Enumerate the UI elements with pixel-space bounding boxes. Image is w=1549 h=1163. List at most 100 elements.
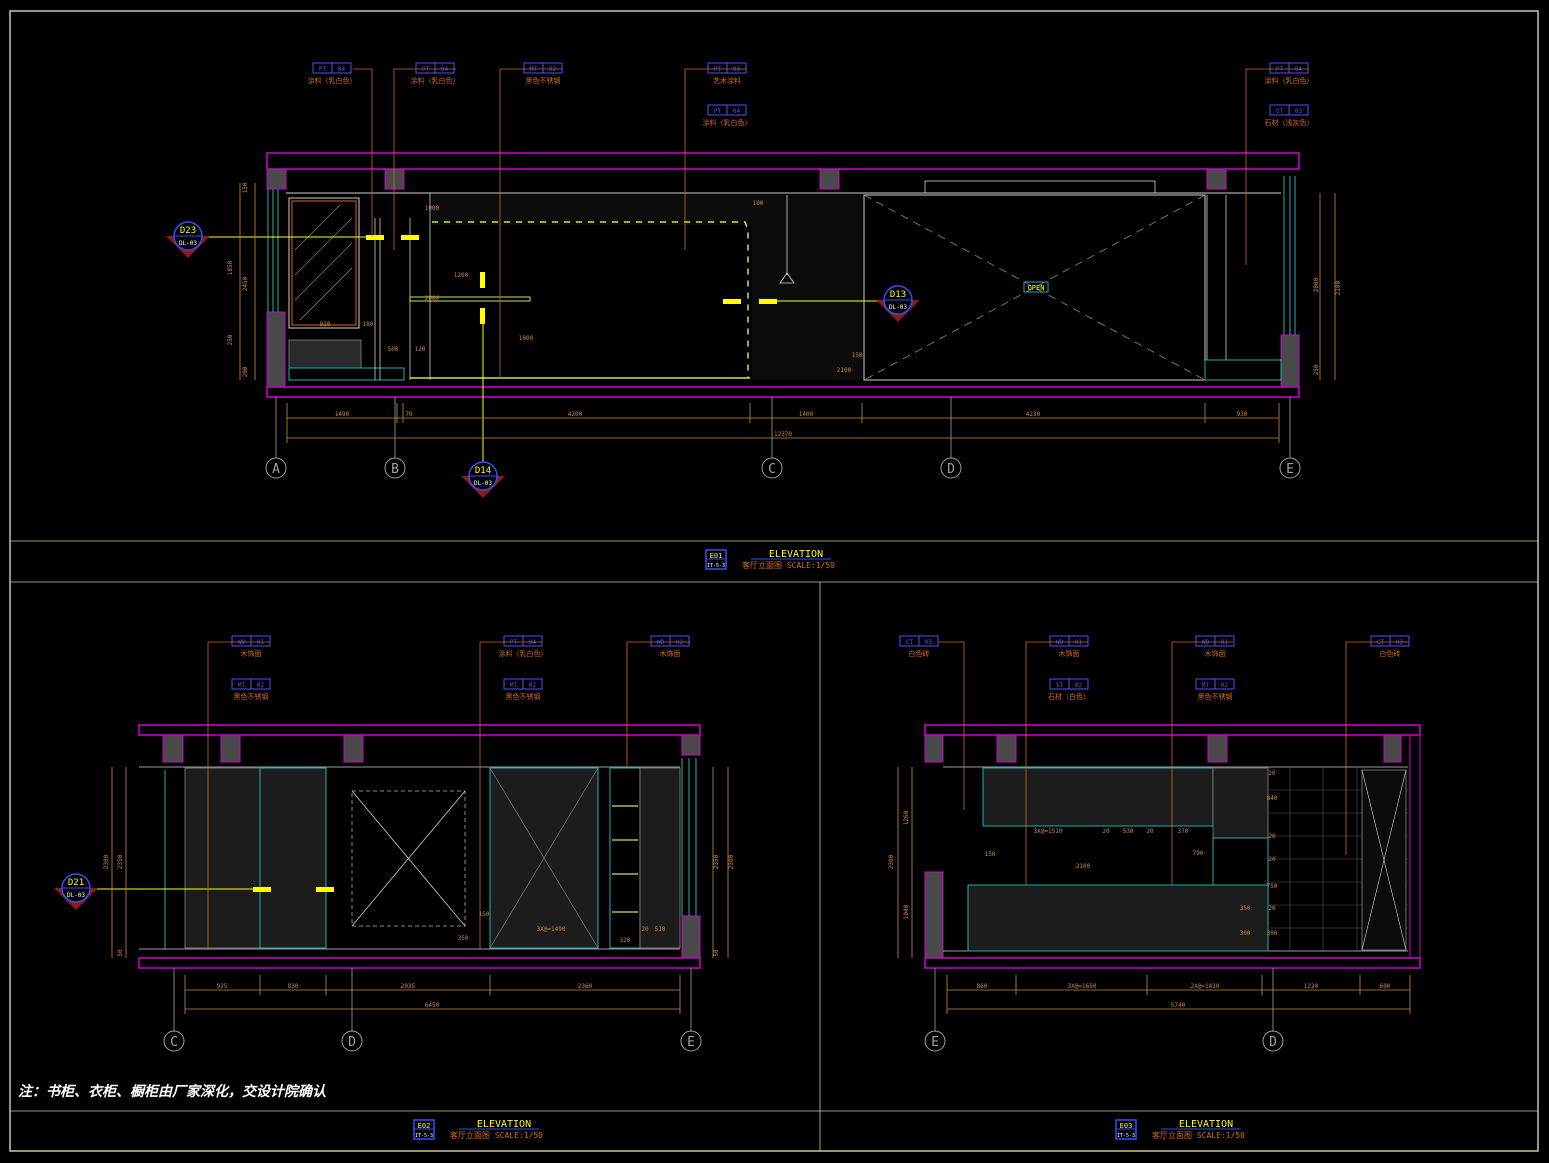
material-label: 涂料（乳白色） xyxy=(411,76,460,85)
material-label: 木饰面 xyxy=(1059,649,1080,658)
grid-label: C xyxy=(768,462,776,477)
material-code: 04 xyxy=(338,66,346,73)
sheet-reference: IT-5-3 xyxy=(1117,1133,1135,1139)
column xyxy=(1280,334,1300,388)
mirror-panel xyxy=(288,197,360,329)
material-code: PT xyxy=(714,108,722,115)
dimension-text: 3X@=1650 xyxy=(1068,983,1097,990)
section-mark-ref: DL-03 xyxy=(67,892,85,899)
grid-label: A xyxy=(272,462,280,477)
dimension-text: 2100 xyxy=(1335,280,1342,295)
dimension-text: 120 xyxy=(415,346,426,353)
dimension-text: 12370 xyxy=(774,431,792,438)
material-label: 涂料（乳白色） xyxy=(1265,76,1314,85)
section-mark-ref: DL-03 xyxy=(474,480,492,487)
dimension-text: 320 xyxy=(620,937,631,944)
led-strip xyxy=(432,221,749,378)
dimension-text: 1850 xyxy=(227,260,234,275)
grid-bubble xyxy=(1262,1030,1284,1052)
beam xyxy=(384,168,405,190)
grid-bubble xyxy=(341,1030,363,1052)
door-opening xyxy=(863,194,1206,381)
beam xyxy=(266,168,287,190)
dimension-text: 1490 xyxy=(335,411,350,418)
grid-label: E xyxy=(1286,462,1294,477)
material-label: 白色砖 xyxy=(1380,649,1401,658)
material-code: CT xyxy=(1377,639,1385,646)
material-code: 02 xyxy=(676,639,684,646)
material-code: 01 xyxy=(1221,639,1229,646)
dimension-text: 100 xyxy=(753,200,764,207)
column xyxy=(266,311,286,388)
dimension-text: 750 xyxy=(1267,883,1278,890)
material-code: PT xyxy=(1276,66,1284,73)
dimension-text: 920 xyxy=(320,321,331,328)
material-code: WD xyxy=(1202,639,1210,646)
grid-bubble xyxy=(265,457,287,479)
dimension-text: 3X@=1510 xyxy=(1034,828,1063,835)
grid-label: E xyxy=(687,1035,695,1050)
material-label: 黑色不锈钢 xyxy=(234,692,269,701)
dimension-text: 1900 xyxy=(425,205,440,212)
dimension-text: 20 xyxy=(1102,828,1110,835)
grid-bubble xyxy=(1279,457,1301,479)
material-label: 黑色不锈钢 xyxy=(1198,692,1233,701)
dimension-text: 925 xyxy=(217,983,228,990)
dimension-text: 790 xyxy=(1193,850,1204,857)
material-code: CT xyxy=(906,639,914,646)
grid-bubble xyxy=(924,1030,946,1052)
material-code: MT xyxy=(510,682,518,689)
dimension-text: 2000 xyxy=(1313,277,1320,292)
section-mark-ref: DL-03 xyxy=(889,304,907,311)
floor-slab xyxy=(924,957,1421,969)
dimension-text: 2350 xyxy=(713,854,720,869)
material-code: 03 xyxy=(1396,639,1404,646)
elevation-subtitle: 客厅立面图 SCALE:1/50 xyxy=(1152,1130,1245,1140)
dimension-text: 350 xyxy=(458,935,469,942)
dimension-text: 5740 xyxy=(1171,1002,1186,1009)
dimension-text: 2X@=1410 xyxy=(1191,983,1220,990)
dimension-text: 500 xyxy=(388,346,399,353)
material-code: PT xyxy=(714,66,722,73)
material-code: 04 xyxy=(1295,66,1303,73)
sheet-number: E03 xyxy=(1120,1122,1133,1130)
dimension-text: 2360 xyxy=(578,983,593,990)
floor-slab xyxy=(266,386,1300,398)
material-code: MT xyxy=(1202,682,1210,689)
material-code: WD xyxy=(238,639,246,646)
section-mark-ref: DL-03 xyxy=(179,240,197,247)
material-code: PT xyxy=(422,66,430,73)
grid-bubble xyxy=(163,1030,185,1052)
dimension-text: 20 xyxy=(641,926,649,933)
dimension-text: 20 xyxy=(1146,828,1154,835)
dimension-text: 2350 xyxy=(117,854,124,869)
material-code: WD xyxy=(1056,639,1064,646)
dimension-text: 600 xyxy=(1380,983,1391,990)
dimension-text: 840 xyxy=(1267,795,1278,802)
sheet-reference: IT-5-3 xyxy=(415,1133,433,1139)
material-code: 03 xyxy=(733,66,741,73)
dimension-text: 1220 xyxy=(1304,983,1319,990)
dimension-text: 20 xyxy=(1268,770,1276,777)
dimension-text: 4230 xyxy=(1026,411,1041,418)
dimension-text: 2300 xyxy=(103,854,110,869)
material-code: MT xyxy=(530,66,538,73)
upper-cabinet xyxy=(982,767,1214,827)
base-cabinet xyxy=(967,884,1269,952)
section-mark-id: D21 xyxy=(68,878,84,888)
floor-slab xyxy=(138,957,701,969)
dimension-text: 300 xyxy=(1267,930,1278,937)
dimension-text: 150 xyxy=(479,911,490,918)
sheet-frame xyxy=(9,10,1539,1152)
material-code: ST xyxy=(1056,682,1064,689)
dimension-text: 2035 xyxy=(401,983,416,990)
dimension-text: 70 xyxy=(405,411,413,418)
material-code: 02 xyxy=(257,682,265,689)
material-label: 黑色不锈钢 xyxy=(506,692,541,701)
grid-label: B xyxy=(391,462,399,477)
grid-label: D xyxy=(348,1035,356,1050)
dimension-text: 50 xyxy=(117,949,124,957)
material-code: ST xyxy=(1276,108,1284,115)
ceiling-slab xyxy=(924,724,1421,736)
